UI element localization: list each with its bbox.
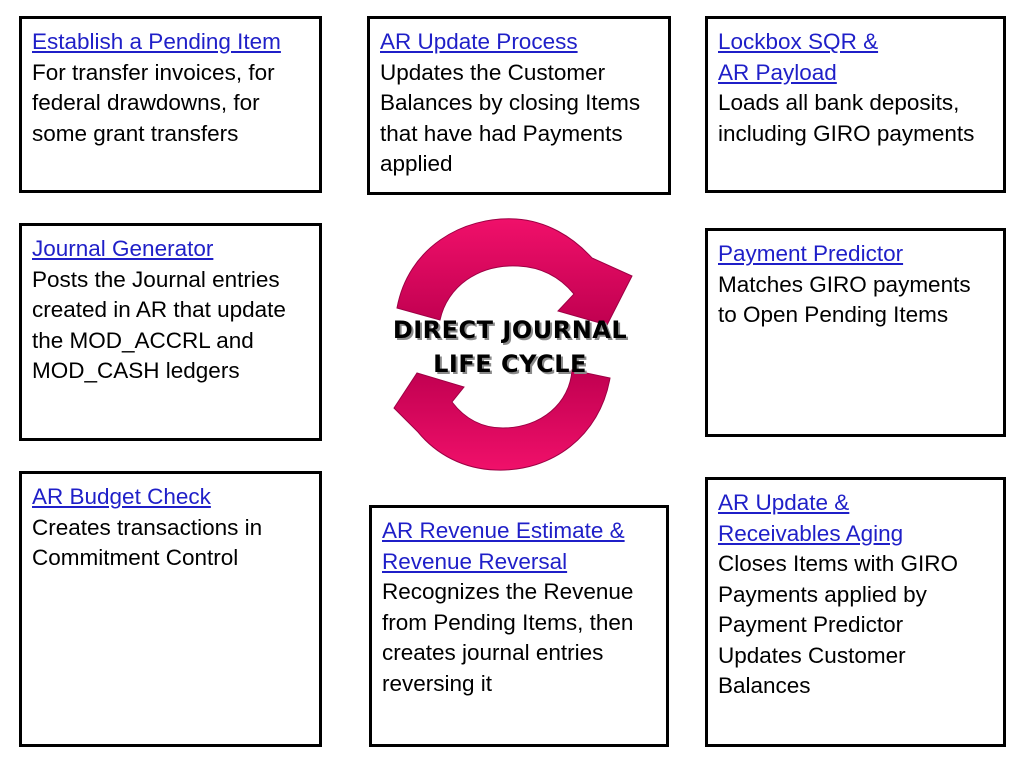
ar-update-aging-description-line1: Closes Items with GIRO Payments applied … [718,551,959,637]
ar-update-aging-title-line1[interactable]: AR Update & [718,490,850,515]
upper-cycle-arrow [396,218,633,326]
establish-pending-item-title[interactable]: Establish a Pending Item [32,29,281,54]
cycle-title-line2: LIFE CYCLE [433,350,587,378]
box-ar-budget-check: AR Budget Check Creates transactions in … [19,471,322,747]
box-ar-update-process: AR Update Process Updates the Customer B… [367,16,671,195]
payment-predictor-title[interactable]: Payment Predictor [718,241,904,266]
establish-pending-item-description: For transfer invoices, for federal drawd… [32,59,275,146]
ar-budget-check-description: Creates transactions in Commitment Contr… [32,514,263,571]
ar-revenue-estimate-title[interactable]: AR Revenue Estimate & Revenue Reversal [382,518,625,574]
cycle-title-line1: DIRECT JOURNAL [392,316,628,344]
ar-update-process-title[interactable]: AR Update Process [380,29,578,54]
box-journal-generator: Journal Generator Posts the Journal entr… [19,223,322,441]
box-establish-pending-item: Establish a Pending Item For transfer in… [19,16,322,193]
box-ar-update-aging: AR Update & Receivables Aging Closes Ite… [705,477,1006,747]
lockbox-sqr-description: Loads all bank deposits, including GIRO … [718,90,975,146]
lockbox-sqr-title-line2[interactable]: AR Payload [718,59,837,85]
box-lockbox-sqr: Lockbox SQR & AR Payload Loads all bank … [705,16,1006,193]
payment-predictor-description: Matches GIRO payments to Open Pending It… [718,271,971,328]
ar-budget-check-title[interactable]: AR Budget Check [32,484,211,509]
box-payment-predictor: Payment Predictor Matches GIRO payments … [705,228,1006,437]
journal-generator-title[interactable]: Journal Generator [32,236,214,261]
journal-generator-description: Posts the Journal entries created in AR … [32,266,286,384]
circular-arrows-icon [393,218,633,471]
box-ar-revenue-estimate: AR Revenue Estimate & Revenue Reversal R… [369,505,669,747]
lockbox-sqr-title-line1[interactable]: Lockbox SQR & [718,29,879,54]
ar-update-process-description: Updates the Customer Balances by closing… [380,59,641,177]
ar-update-aging-title-line2[interactable]: Receivables Aging [718,520,904,546]
ar-update-aging-description-line2: Updates Customer Balances [718,642,906,699]
ar-revenue-estimate-description: Recognizes the Revenue from Pending Item… [382,579,634,696]
lower-cycle-arrow [393,369,611,471]
